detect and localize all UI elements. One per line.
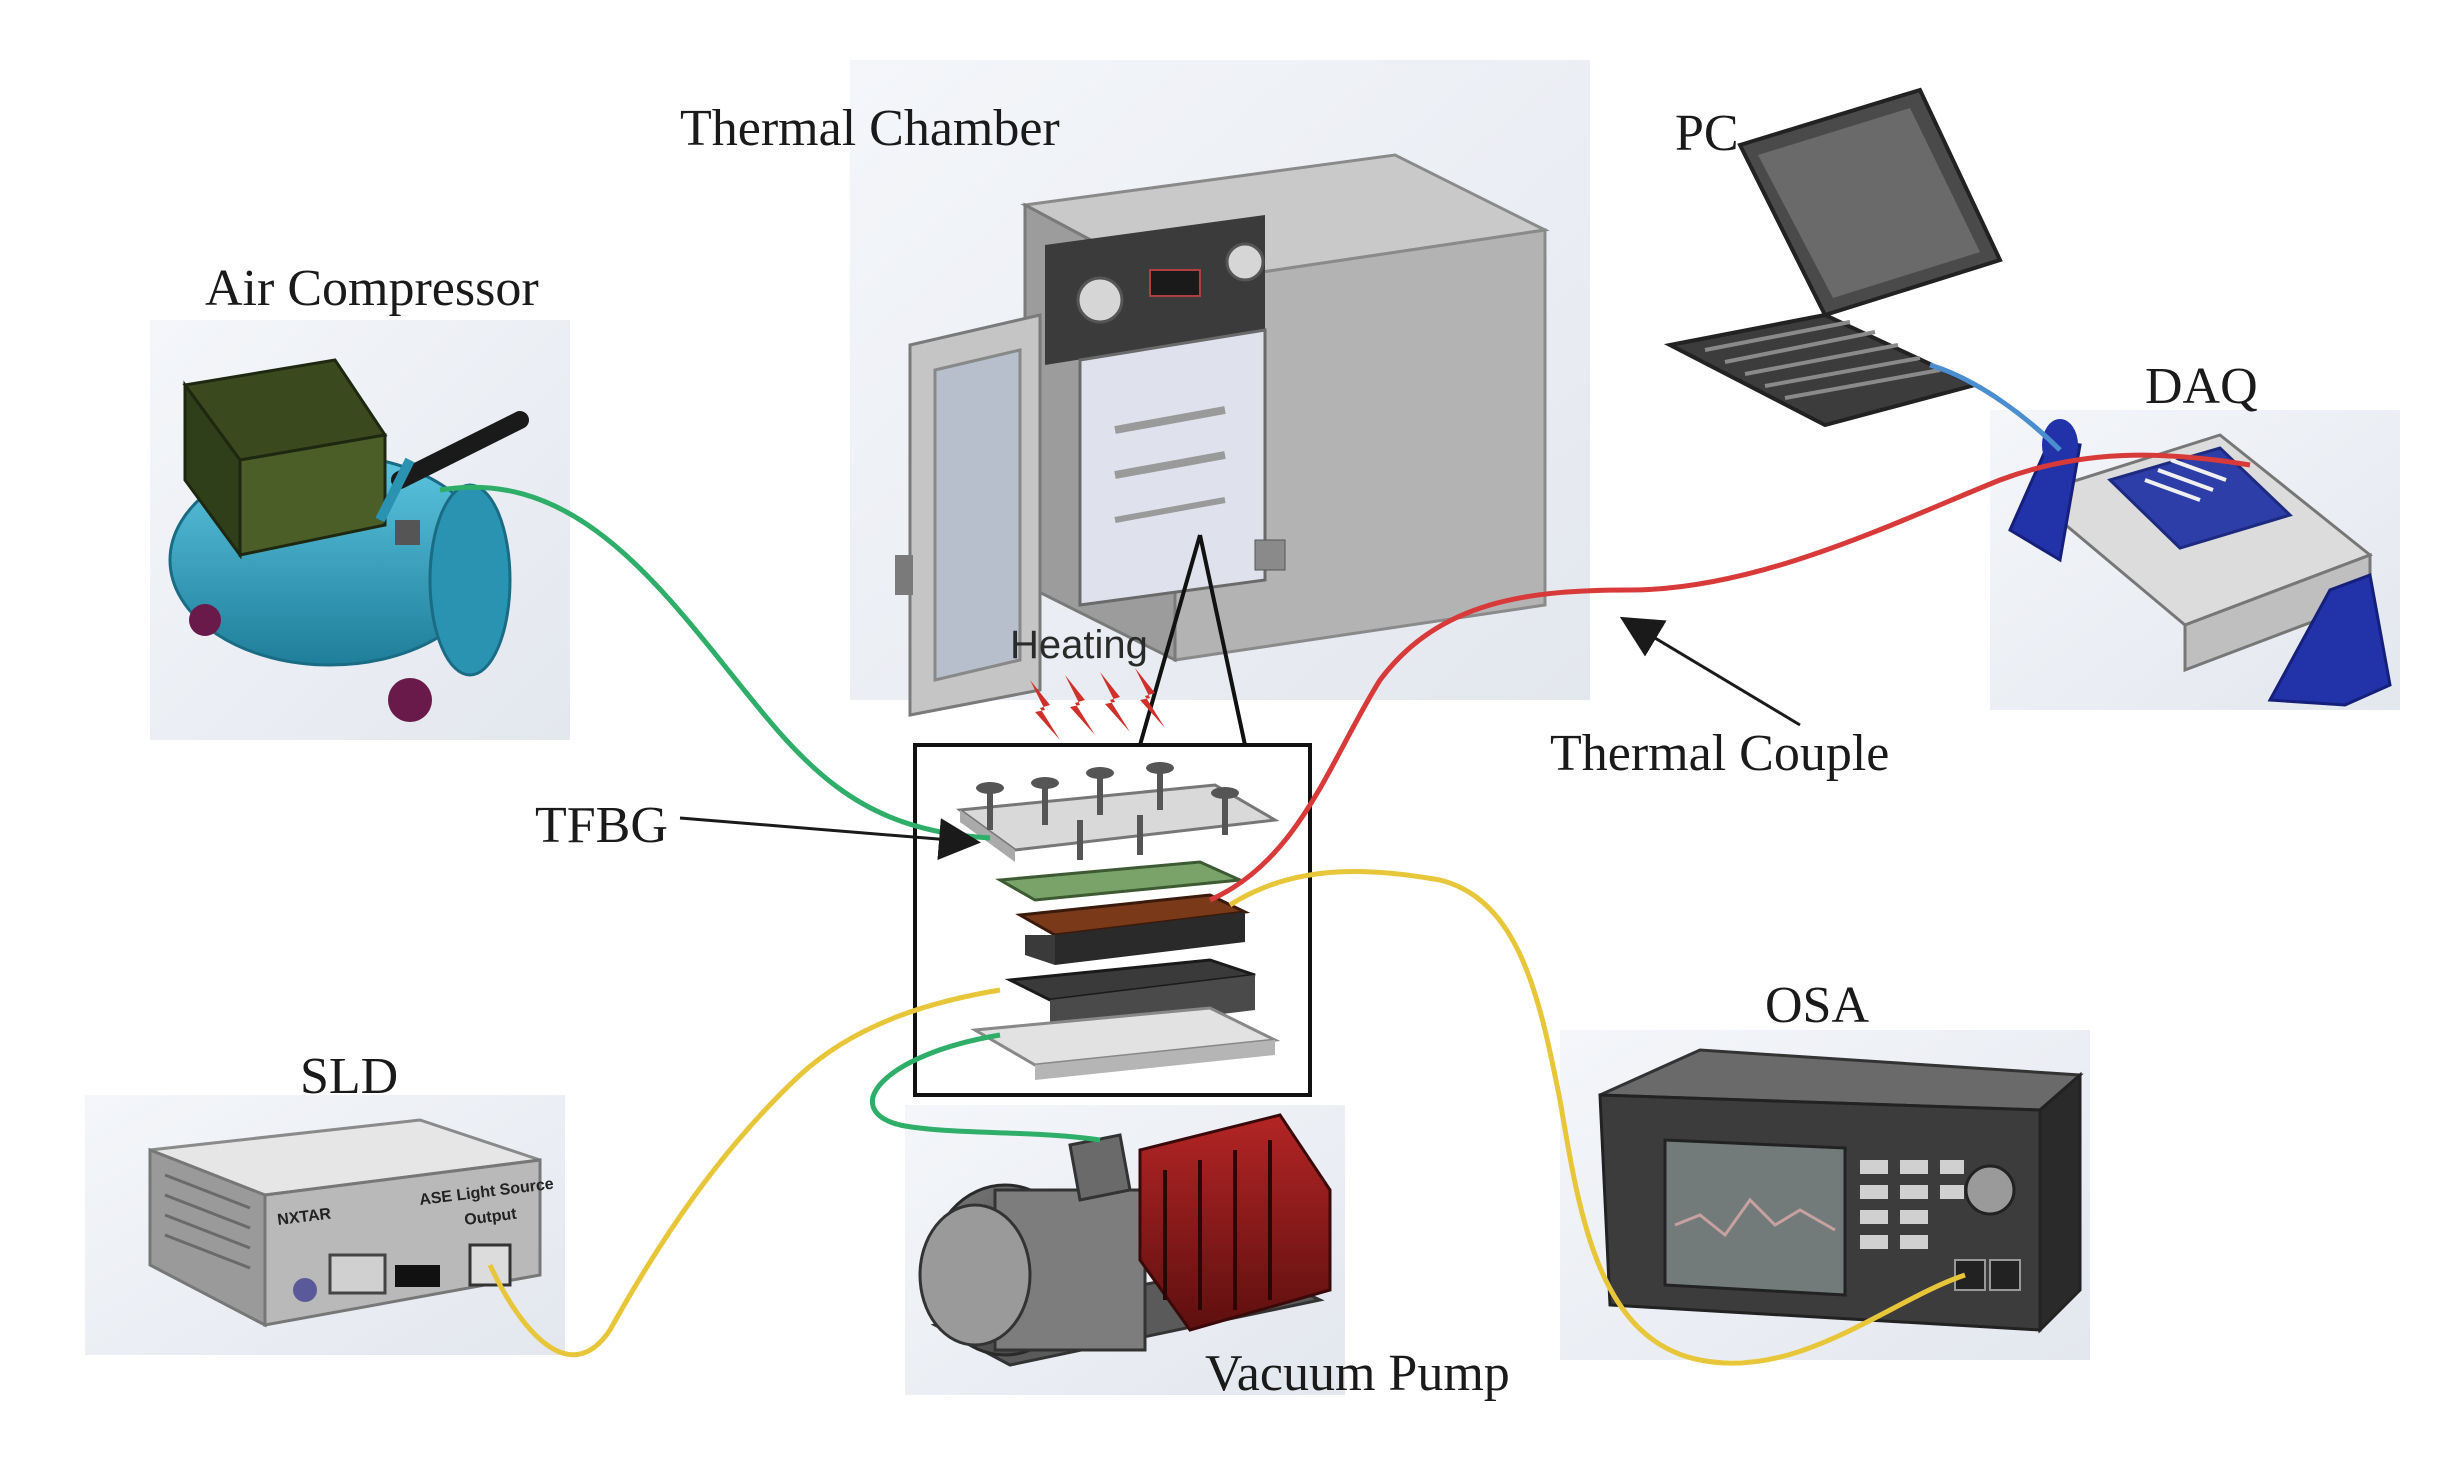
pc-blue-cable <box>1929 362 2062 452</box>
pc-laptop <box>1663 87 2003 428</box>
heating-bolt-icon <box>1030 668 1165 740</box>
label-vacuum-pump: Vacuum Pump <box>1205 1345 1510 1402</box>
zoom-leader-right <box>1198 534 1247 746</box>
sld-port-text: Output <box>463 1206 518 1229</box>
label-thermal-couple: Thermal Couple <box>1550 725 1889 782</box>
label-sld: SLD <box>300 1048 398 1105</box>
label-heating: Heating <box>1010 623 1148 667</box>
tfbg-fixture-stack <box>955 762 1281 1080</box>
osa-yellow-fiber <box>1228 869 1966 1366</box>
daq-unit <box>2008 419 2392 707</box>
air-compressor <box>168 358 529 722</box>
label-thermal-chamber: Thermal Chamber <box>680 100 1060 157</box>
sld-light-source: NXTAR ASE Light Source Output <box>148 1118 555 1328</box>
sld-brand-text: NXTAR <box>276 1205 332 1228</box>
thermal-couple-red-wire <box>1208 452 2251 903</box>
label-air-compressor: Air Compressor <box>205 260 539 317</box>
tfbg-arrow <box>679 816 981 861</box>
label-tfbg: TFBG <box>535 797 668 854</box>
label-osa: OSA <box>1765 977 1869 1034</box>
label-daq: DAQ <box>2145 358 2258 415</box>
osa-analyzer <box>1598 1048 2084 1334</box>
sld-yellow-fiber <box>487 987 1001 1358</box>
label-pc: PC <box>1675 105 1739 162</box>
vacuum-pump <box>918 1113 1332 1367</box>
air-compressor-green-tube <box>439 484 991 841</box>
thermal-couple-arrow <box>1619 616 1801 727</box>
vacuum-green-tube <box>869 1032 1101 1143</box>
thermal-chamber <box>895 153 1550 717</box>
